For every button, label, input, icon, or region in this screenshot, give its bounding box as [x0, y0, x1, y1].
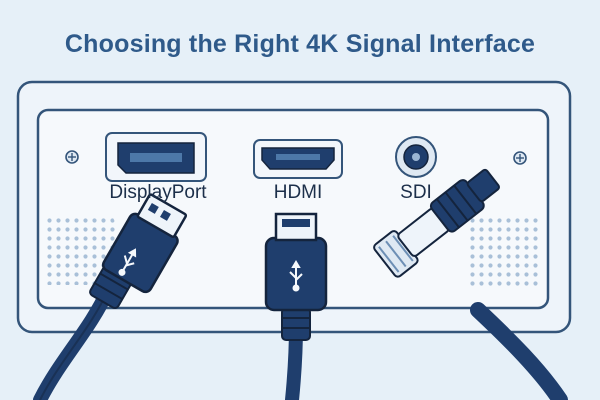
port-label-hdmi: HDMI: [273, 182, 323, 203]
page-title: Choosing the Right 4K Signal Interface: [64, 30, 536, 58]
vent-grille-left: [45, 215, 115, 285]
screw-icon-right: [513, 151, 527, 165]
hdmi-cable: [264, 212, 328, 400]
displayport-cable: [33, 193, 188, 400]
hdmi-cable-usb-symbol-icon: [289, 260, 303, 292]
vent-grille-right: [470, 215, 542, 290]
screw-icon-left: [65, 150, 79, 164]
sdi-bnc-cable: [373, 168, 568, 400]
sdi-bnc-port-icon: [395, 136, 437, 178]
port-label-sdi: SDI: [400, 182, 432, 203]
port-label-displayport: DisplayPort: [109, 182, 207, 203]
displayport-cable-usb-symbol-icon: [118, 248, 137, 276]
displayport-port-icon: [105, 132, 207, 182]
hdmi-port-icon: [253, 139, 343, 179]
